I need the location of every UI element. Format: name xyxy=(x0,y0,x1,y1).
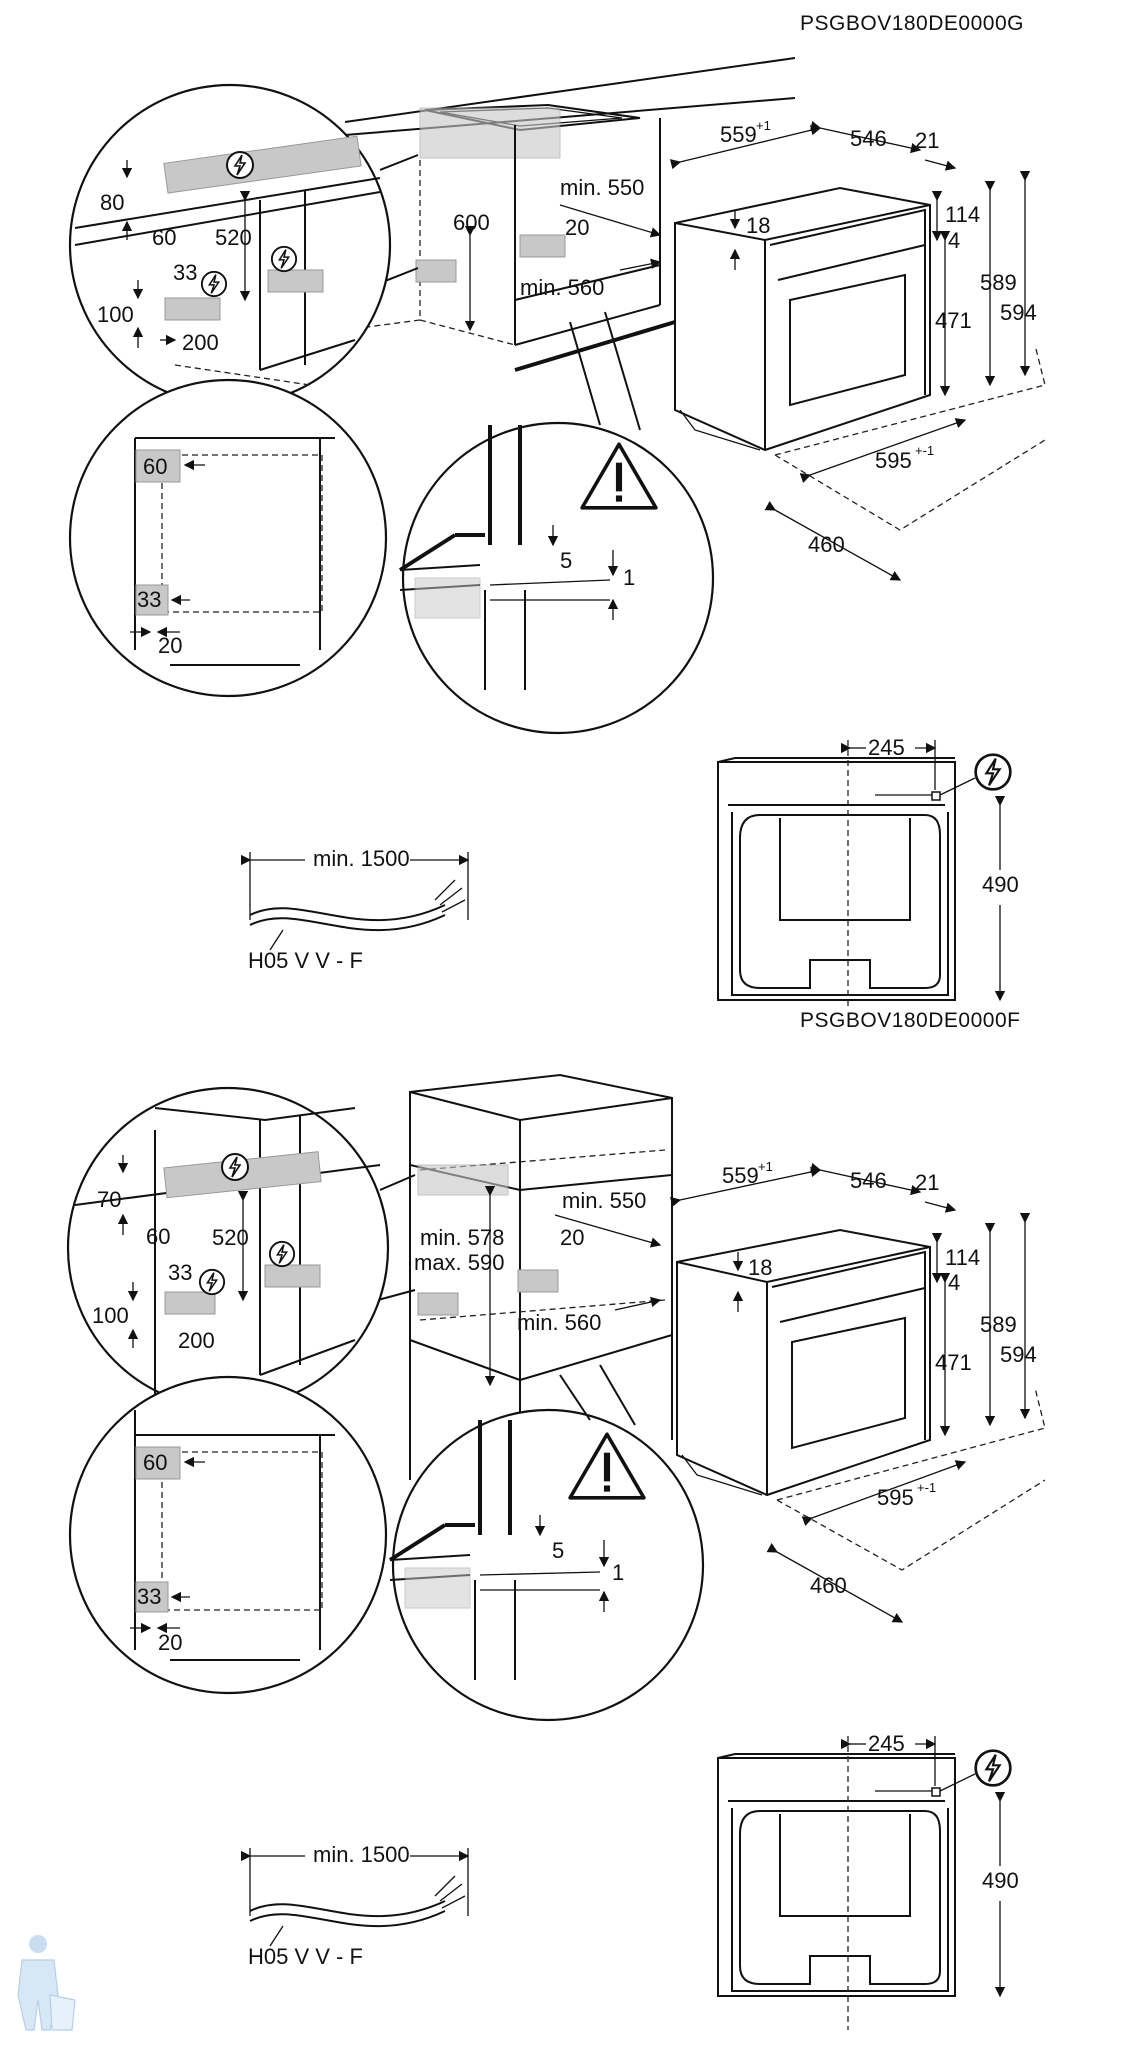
dim-70: 70 xyxy=(97,1187,121,1212)
cable-detail-2: min. 1500 H05 V V - F xyxy=(240,1842,470,1969)
electric-connection-icon xyxy=(198,1268,226,1296)
dim-114-2: 114 xyxy=(945,1245,980,1270)
wall-dim-1-2: 1 xyxy=(612,1560,624,1585)
dim-594: 594 xyxy=(1000,300,1037,325)
circle-dim-20-2: 20 xyxy=(158,1630,182,1655)
dim-21-2: 21 xyxy=(915,1170,939,1195)
dim-4-2: 4 xyxy=(948,1270,960,1295)
technician-watermark-icon xyxy=(17,1935,76,2031)
dim-200: 200 xyxy=(182,330,219,355)
cable-length-1: min. 1500 xyxy=(313,846,410,871)
dim-520: 520 xyxy=(215,225,252,250)
wall-dim-5-2: 5 xyxy=(552,1538,564,1563)
electric-connection-icon xyxy=(226,151,254,179)
shelf-detail-circle-2 xyxy=(391,1408,705,1722)
dim-4: 4 xyxy=(948,228,960,253)
dim-600: 600 xyxy=(453,210,490,235)
electric-connection-icon xyxy=(974,753,1012,791)
installation-section-1: 600 min. 550 20 min. 560 80 60 520 33 10… xyxy=(68,57,1046,735)
cable-length-2: min. 1500 xyxy=(313,1842,410,1867)
electric-connection-icon xyxy=(268,1240,296,1268)
dim-20-cabinet: 20 xyxy=(565,215,589,240)
dim-595: 595 xyxy=(875,448,912,473)
wall-dim-5: 5 xyxy=(560,548,572,573)
dim-200-2: 200 xyxy=(178,1328,215,1353)
dim-100-2: 100 xyxy=(92,1303,129,1328)
dim-max-590: max. 590 xyxy=(414,1250,505,1275)
electric-connection-icon xyxy=(221,1153,249,1181)
circle-dim-33: 33 xyxy=(137,587,161,612)
dim-559-tolerance-2: +1 xyxy=(758,1159,773,1174)
dim-20-cabinet-2: 20 xyxy=(560,1225,584,1250)
dim-80: 80 xyxy=(100,190,124,215)
dim-60-2: 60 xyxy=(146,1224,170,1249)
electric-connection-icon xyxy=(974,1749,1012,1787)
dim-594-2: 594 xyxy=(1000,1342,1037,1367)
front-dim-490: 490 xyxy=(982,872,1019,897)
dim-559: 559 xyxy=(720,122,757,147)
model-code-top: PSGBOV180DE0000G xyxy=(800,12,1024,35)
dim-100: 100 xyxy=(97,302,134,327)
dim-460: 460 xyxy=(808,532,845,557)
circle-dim-33-2: 33 xyxy=(137,1584,161,1609)
dim-460-2: 460 xyxy=(810,1573,847,1598)
dim-min-550-2: min. 550 xyxy=(562,1188,646,1213)
oven-isometric-1 xyxy=(674,186,931,452)
niche-front-circle xyxy=(68,378,388,698)
oven-isometric-2 xyxy=(676,1228,931,1497)
installation-section-2: min. 578 max. 590 min. 550 20 min. 560 7… xyxy=(66,1073,1046,1722)
front-dim-245: 245 xyxy=(868,735,905,760)
circle-dim-60-2: 60 xyxy=(143,1450,167,1475)
dim-559-tolerance: +1 xyxy=(756,118,771,133)
electric-connection-icon xyxy=(270,245,298,273)
cable-type-1: H05 V V - F xyxy=(248,948,363,973)
dim-min-578: min. 578 xyxy=(420,1225,504,1250)
dim-33: 33 xyxy=(173,260,197,285)
dim-21: 21 xyxy=(915,128,939,153)
wall-dim-1: 1 xyxy=(623,565,635,590)
dim-60: 60 xyxy=(152,225,176,250)
dim-min-550: min. 550 xyxy=(560,175,644,200)
dim-471: 471 xyxy=(935,308,972,333)
oven-front-view-1: 245 490 xyxy=(717,735,1019,1010)
cable-detail-1: min. 1500 H05 V V - F xyxy=(240,846,470,973)
circle-dim-60: 60 xyxy=(143,454,167,479)
electric-connection-icon xyxy=(200,270,228,298)
front-dim-490-2: 490 xyxy=(982,1868,1019,1893)
dim-595-2: 595 xyxy=(877,1485,914,1510)
dim-589-2: 589 xyxy=(980,1312,1017,1337)
dim-471-2: 471 xyxy=(935,1350,972,1375)
front-dim-245-2: 245 xyxy=(868,1731,905,1756)
dim-595-tolerance: +-1 xyxy=(915,443,934,458)
dim-33-2: 33 xyxy=(168,1260,192,1285)
niche-front-circle-2 xyxy=(68,1375,388,1695)
dim-18: 18 xyxy=(746,213,770,238)
model-code-middle: PSGBOV180DE0000F xyxy=(800,1009,1020,1032)
circle-dim-20: 20 xyxy=(158,633,182,658)
dim-18-2: 18 xyxy=(748,1255,772,1280)
dim-114: 114 xyxy=(945,202,980,227)
dim-589: 589 xyxy=(980,270,1017,295)
cable-type-2: H05 V V - F xyxy=(248,1944,363,1969)
oven-front-view-2: 245 490 xyxy=(717,1731,1019,2030)
dim-min-560-2: min. 560 xyxy=(517,1310,601,1335)
dim-min-560: min. 560 xyxy=(520,275,604,300)
dim-595-tolerance-2: +-1 xyxy=(917,1480,936,1495)
